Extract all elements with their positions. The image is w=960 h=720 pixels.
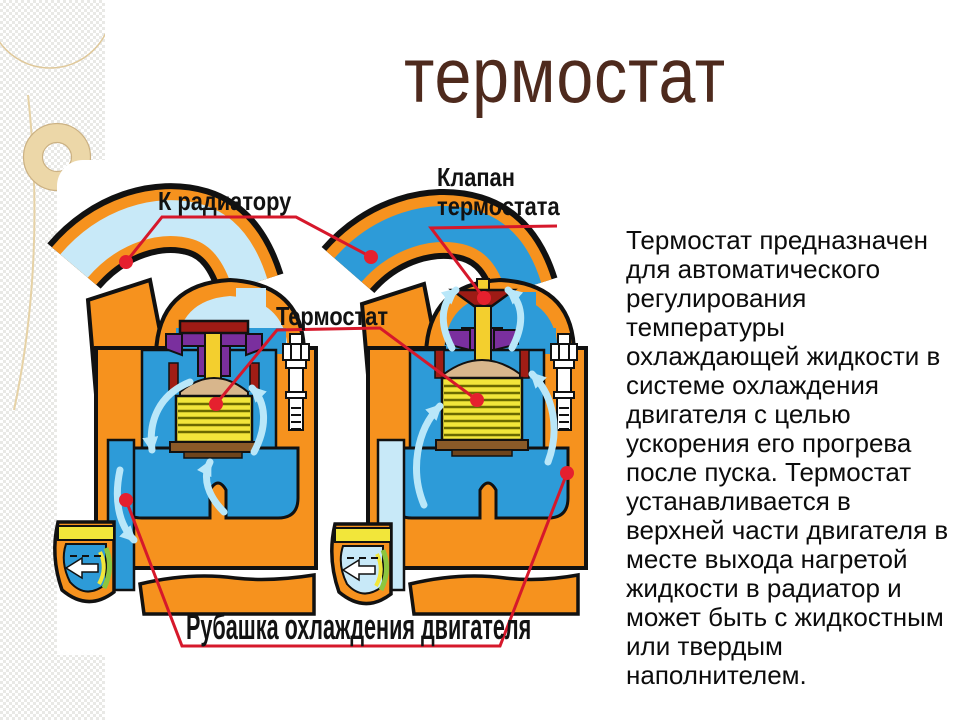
decor-circle-outline — [0, 32, 105, 69]
pipe-dome-junction — [236, 288, 266, 318]
block-base — [138, 572, 316, 616]
page-title: термостат — [403, 31, 727, 119]
water-pump — [53, 520, 116, 604]
callout-dots — [119, 250, 574, 507]
valve-callout-line — [428, 224, 558, 299]
engine-section-open — [321, 188, 588, 616]
thermostat-callout-line — [214, 326, 478, 405]
label-thermostat: Термостат — [276, 301, 389, 331]
jacket-callout-line — [124, 472, 569, 648]
water-pump — [330, 522, 393, 606]
thermostat-open — [434, 278, 530, 457]
coolant-flow-arrows — [413, 286, 558, 509]
label-thermostat-valve: Клапан термостата — [437, 162, 560, 222]
mounting-bolt — [282, 333, 310, 431]
pump-flow-arrow — [341, 558, 376, 582]
mounting-bolt — [550, 333, 578, 431]
engine-section-closed — [47, 183, 318, 616]
coolant-flow-arrows — [113, 378, 268, 544]
block-base — [408, 572, 580, 616]
valve-rod — [204, 332, 222, 384]
valve-closed — [178, 319, 250, 335]
radiator-callout-line — [124, 215, 372, 263]
callout-lines — [124, 215, 569, 648]
thermostat-bellows — [440, 376, 524, 442]
radiator-pipe-cold — [47, 183, 284, 296]
label-to-radiator: К радиатору — [158, 186, 292, 216]
pump-flow-arrow — [64, 556, 99, 580]
description-text: Термостат предназначен для автоматическо… — [626, 225, 949, 690]
label-cooling-jacket: Рубашка охлаждения двигателя — [186, 606, 532, 647]
valve-rod — [474, 305, 492, 367]
decor-donut-inner-edge — [41, 141, 73, 173]
thermostat-closed — [165, 319, 263, 459]
